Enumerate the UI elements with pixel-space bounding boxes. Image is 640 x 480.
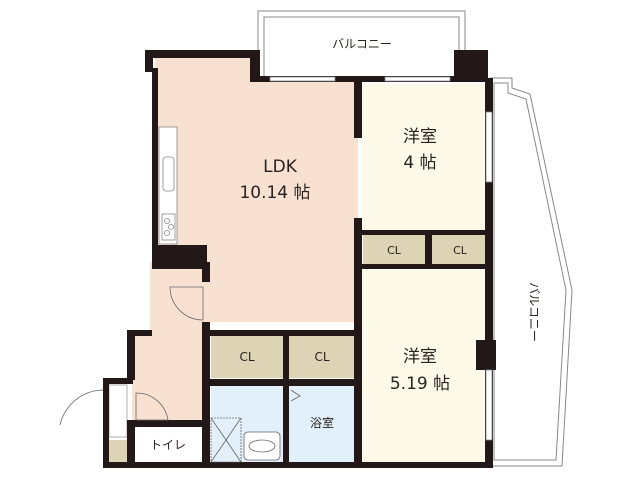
entrance — [109, 440, 127, 462]
western-room-2 — [362, 270, 488, 462]
doors — [59, 286, 301, 463]
closet-4-label: CL — [314, 350, 329, 364]
bathroom — [289, 386, 355, 462]
balcony-right: バルコニー — [489, 77, 573, 467]
balcony-right-label: バルコニー — [527, 282, 541, 342]
closet-2-label: CL — [453, 244, 468, 257]
windows — [269, 76, 493, 441]
kitchen-counter — [158, 126, 178, 245]
balcony-top: バルコニー — [257, 10, 466, 82]
toilet-label: トイレ — [150, 438, 186, 452]
closet-1-label: CL — [387, 244, 402, 257]
closet-1 — [363, 234, 425, 264]
ldk-size: 10.14 帖 — [239, 183, 310, 203]
bathroom-label: 浴室 — [310, 415, 334, 430]
closet-3-label: CL — [239, 350, 254, 364]
closet-3 — [211, 336, 283, 378]
western-room-2-size: 5.19 帖 — [390, 374, 450, 394]
toilet — [136, 427, 204, 462]
shoe-rack — [108, 384, 128, 438]
western-room-2-name: 洋室 — [403, 347, 437, 367]
western-room-1-size: 4 帖 — [403, 153, 436, 173]
ldk-name: LDK — [263, 157, 298, 177]
western-room-1-name: 洋室 — [403, 127, 437, 147]
western-room-1 — [362, 84, 488, 232]
entry-hall — [132, 262, 208, 420]
walls — [103, 50, 496, 468]
closet-2 — [432, 234, 488, 264]
balcony-top-label: バルコニー — [332, 37, 392, 51]
closet-4 — [289, 336, 355, 378]
